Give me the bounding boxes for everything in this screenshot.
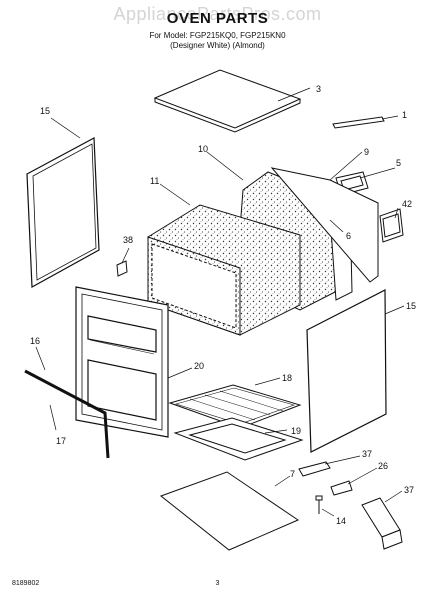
callout-9: 9 xyxy=(364,147,369,157)
part-bottom-pan[interactable] xyxy=(173,417,304,461)
document-number: 8189802 xyxy=(12,580,40,587)
callout-18: 18 xyxy=(282,373,292,383)
part-bottom-sheet[interactable] xyxy=(159,471,300,551)
callout-20: 20 xyxy=(194,361,204,371)
callout-17: 17 xyxy=(56,436,66,446)
callout-1: 1 xyxy=(402,110,407,120)
callout-37-lower: 37 xyxy=(404,485,414,495)
part-oven-cavity[interactable] xyxy=(147,204,301,336)
callout-5: 5 xyxy=(396,158,401,168)
part-right-side-panel[interactable] xyxy=(306,289,387,453)
part-top-panel[interactable] xyxy=(153,69,302,133)
callout-19: 19 xyxy=(291,426,301,436)
page-number: 3 xyxy=(215,580,220,587)
callout-7: 7 xyxy=(290,469,295,479)
part-bracket-upper[interactable] xyxy=(298,461,331,477)
callout-3: 3 xyxy=(316,84,321,94)
callout-42: 42 xyxy=(402,199,412,209)
part-front-frame[interactable] xyxy=(75,286,169,438)
part-bracket-lower[interactable] xyxy=(361,497,403,550)
watermark: AppliancePartsPros.com xyxy=(113,4,322,24)
callout-14: 14 xyxy=(336,516,346,526)
callout-38: 38 xyxy=(123,235,133,245)
callout-16: 16 xyxy=(30,336,40,346)
callout-26: 26 xyxy=(378,461,388,471)
callout-labels: 3 1 15 10 9 5 11 42 6 38 15 16 17 20 18 … xyxy=(30,84,416,526)
callout-leaders xyxy=(35,87,405,517)
part-small-bracket[interactable] xyxy=(330,480,353,496)
model-line: For Model: FGP215KQ0, FGP215KN0 xyxy=(149,31,286,40)
part-left-side-panel[interactable] xyxy=(26,137,100,288)
callout-37-upper: 37 xyxy=(362,449,372,459)
callout-15-right: 15 xyxy=(406,301,416,311)
callout-15-left: 15 xyxy=(40,106,50,116)
part-bracket[interactable] xyxy=(332,116,385,129)
page-title: OVEN PARTS xyxy=(166,10,269,27)
part-screw[interactable] xyxy=(315,495,323,514)
callout-6: 6 xyxy=(346,231,351,241)
callout-10: 10 xyxy=(198,144,208,154)
part-clip[interactable] xyxy=(116,260,128,277)
part-trim-strip[interactable] xyxy=(24,369,110,459)
part-oven-rack[interactable] xyxy=(168,384,302,429)
variant-line: (Designer White) (Almond) xyxy=(170,41,265,50)
part-back-sheet[interactable] xyxy=(270,167,379,283)
callout-11: 11 xyxy=(150,176,159,186)
part-small-plate[interactable] xyxy=(379,208,404,243)
